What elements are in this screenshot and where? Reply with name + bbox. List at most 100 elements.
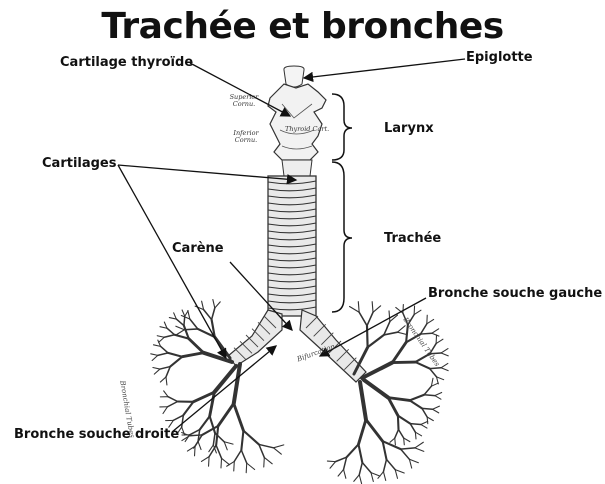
bronchiole — [181, 316, 189, 320]
label-epiglotte: Epiglotte — [466, 50, 533, 65]
bronchiole — [187, 446, 195, 451]
bronchiole — [378, 472, 383, 479]
bronchiole — [415, 432, 421, 436]
arrow-epiglotte — [304, 59, 465, 78]
bronchiole — [273, 448, 281, 454]
bronchiole — [415, 432, 416, 439]
bronchiole — [441, 368, 448, 371]
bronchiole — [247, 463, 255, 469]
bronchiole — [359, 312, 367, 325]
bronchiole — [215, 337, 230, 358]
bronchiole — [436, 339, 443, 343]
bronchiole — [410, 424, 421, 425]
right-main-bronchus-shape — [228, 310, 282, 366]
bronchiole — [397, 326, 405, 332]
bronchiole — [190, 435, 203, 436]
engraving-thyroid-cart: Thyroid Cart. — [285, 126, 329, 133]
bronchiole — [195, 446, 196, 456]
bronchiole — [430, 368, 441, 369]
bronchiole — [354, 475, 359, 482]
bronchiole — [163, 407, 168, 414]
bronchiole — [153, 368, 160, 370]
bronchiole — [330, 462, 335, 469]
bronchiole — [384, 332, 398, 335]
bronchiole — [386, 459, 395, 469]
bronchiole — [216, 426, 218, 445]
bronchiole — [201, 457, 209, 462]
bronchiole — [221, 458, 222, 468]
bronchiole — [388, 398, 409, 401]
label-carene: Carène — [172, 241, 224, 256]
bronchiole — [398, 416, 399, 430]
bronchiole — [410, 400, 422, 408]
bronchiole — [246, 463, 247, 473]
bronchiole — [164, 391, 168, 397]
bronchiole — [414, 310, 421, 314]
bronchiole — [404, 438, 410, 442]
bronchiole — [158, 353, 168, 355]
bronchiole — [184, 316, 185, 325]
bronchiole — [190, 319, 198, 329]
bronchiole — [421, 421, 428, 424]
bronchiole — [189, 339, 204, 353]
engraving-superior-cornu: Superior Cornu. — [222, 94, 266, 108]
bronchiole — [441, 363, 448, 367]
bronchial-tree — [151, 300, 449, 484]
page-title: Trachée et bronches — [0, 6, 605, 47]
bronchiole — [362, 363, 392, 378]
bronchiole — [430, 369, 437, 377]
cricoid-shape — [282, 160, 312, 176]
bronchiole — [358, 444, 362, 462]
bronchiole — [364, 380, 388, 398]
bronchiole — [210, 392, 215, 416]
bronchiole — [234, 450, 241, 461]
label-bronche-souche-droite: Bronche souche droite — [14, 427, 179, 442]
label-cartilages: Cartilages — [42, 156, 116, 171]
bronchiole — [441, 353, 448, 356]
bronchiole — [259, 444, 264, 457]
bronchiole — [424, 386, 431, 395]
bronchiole — [410, 424, 415, 433]
bronchiole — [176, 319, 184, 326]
trachea-bracket — [332, 162, 352, 312]
bronchiole — [350, 306, 360, 312]
bronchiole — [182, 310, 185, 316]
arrow-cartilages-2 — [118, 165, 226, 358]
bronchiole — [432, 333, 439, 336]
bronchiole — [384, 322, 390, 335]
bronchiole — [424, 395, 435, 396]
bronchiole — [264, 457, 272, 463]
larynx-bracket — [332, 94, 352, 160]
bronchiole — [358, 302, 359, 313]
arrow-cartilage-thyroide — [190, 63, 290, 116]
bronchiole — [392, 342, 406, 362]
bronchiole — [395, 470, 404, 473]
bronchiole — [358, 420, 365, 445]
bronchiole — [421, 424, 427, 428]
bronchiole — [401, 449, 410, 459]
bronchiole — [415, 442, 424, 448]
bronchiole — [264, 457, 265, 467]
bronchiole — [410, 395, 424, 401]
bronchiole — [367, 326, 368, 348]
bronchiole — [234, 461, 235, 471]
bronchiole — [427, 417, 433, 421]
bronchiole — [259, 444, 274, 447]
bronchiole — [344, 457, 347, 469]
bronchiole — [170, 357, 182, 367]
bronchiole — [160, 377, 166, 382]
bronchiole — [421, 324, 427, 334]
bronchiole — [399, 429, 404, 438]
bronchiole — [421, 333, 432, 334]
bronchiole — [154, 369, 160, 374]
bronchiole — [338, 469, 343, 476]
bronchiole — [397, 332, 406, 334]
bronchiole — [198, 441, 201, 449]
bronchiole — [213, 433, 215, 445]
label-cartilage-thyroide: Cartilage thyroïde — [60, 55, 193, 70]
bronchiole — [168, 353, 182, 357]
bronchiole — [234, 404, 244, 431]
bronchiole — [395, 438, 396, 445]
